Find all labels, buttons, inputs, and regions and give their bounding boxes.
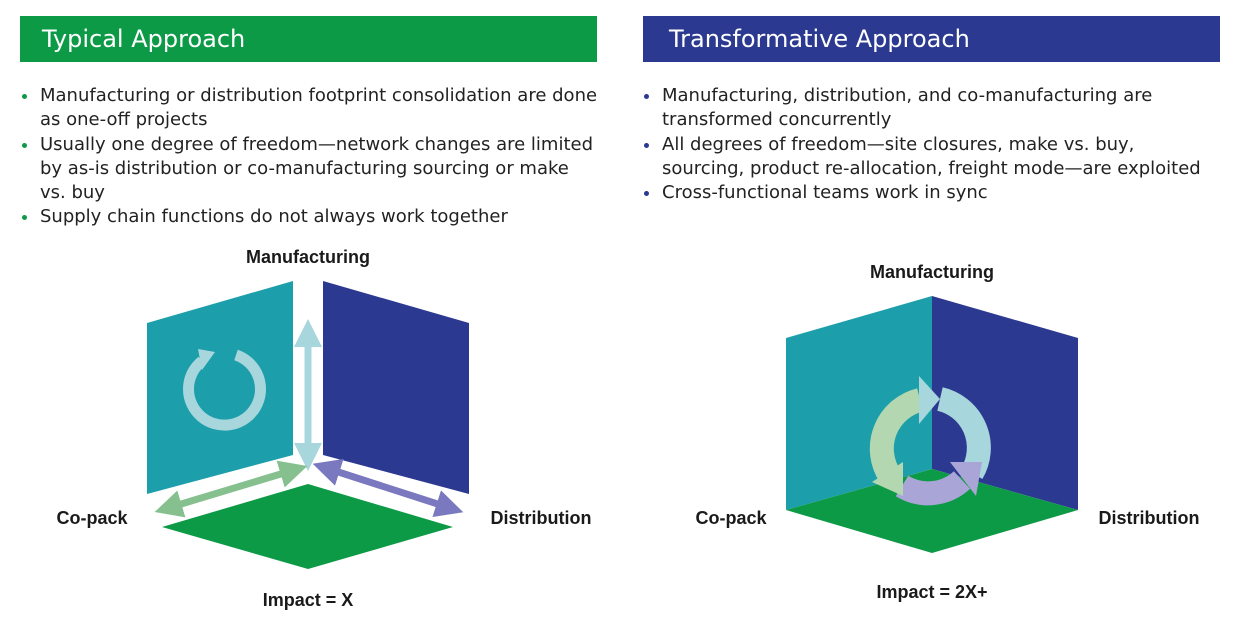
typical-approach-panel: Typical Approach Manufacturing or distri… (0, 0, 600, 643)
impact-label: Impact = 2X+ (876, 582, 987, 602)
typical-approach-header: Typical Approach (20, 16, 597, 62)
impact-label: Impact = X (263, 590, 354, 610)
transformative-approach-bullets: Manufacturing, distribution, and co-manu… (642, 84, 1222, 205)
typical-approach-bullets: Manufacturing or distribution footprint … (20, 84, 600, 230)
copack-label: Co-pack (56, 508, 128, 528)
copack-panel (786, 296, 932, 510)
double-arrow-icon (312, 458, 464, 518)
typical-diagram: Manufacturing Co-pack Distribution Impac… (56, 247, 591, 610)
impact-floor (162, 484, 453, 569)
bullet-item: Manufacturing, distribution, and co-manu… (642, 84, 1222, 133)
bullet-dot-icon (644, 191, 649, 197)
transformative-approach-header: Transformative Approach (643, 16, 1220, 62)
bullet-dot-icon (644, 142, 649, 148)
double-arrow-icon (154, 460, 308, 518)
distribution-label: Distribution (1099, 508, 1200, 528)
bullet-dot-icon (22, 215, 27, 221)
impact-floor (786, 469, 1078, 553)
transformative-approach-panel: Transformative Approach Manufacturing, d… (622, 0, 1222, 643)
bullet-item: Usually one degree of freedom—network ch… (20, 133, 600, 206)
cycle-arrow-head-icon (198, 349, 215, 370)
tricolor-cycle-icon (869, 376, 991, 506)
bullet-dot-icon (22, 94, 27, 99)
bullet-dot-icon (22, 142, 27, 148)
transformative-diagram: Manufacturing Co-pack Distribution Impac… (695, 262, 1199, 602)
bullet-item: Cross-functional teams work in sync (642, 181, 1222, 205)
bullet-item: All degrees of freedom—site closures, ma… (642, 133, 1222, 182)
distribution-label: Distribution (491, 508, 592, 528)
copack-label: Co-pack (695, 508, 767, 528)
manufacturing-label: Manufacturing (246, 247, 370, 267)
bullet-item: Manufacturing or distribution footprint … (20, 84, 600, 133)
bullet-item: Supply chain functions do not always wor… (20, 205, 600, 229)
distribution-panel (323, 281, 469, 494)
manufacturing-label: Manufacturing (870, 262, 994, 282)
typical-approach-title: Typical Approach (42, 25, 246, 53)
bullet-dot-icon (644, 94, 649, 99)
transformative-approach-title: Transformative Approach (669, 25, 970, 53)
copack-panel (147, 281, 293, 494)
cycle-arrow-icon (183, 349, 266, 431)
